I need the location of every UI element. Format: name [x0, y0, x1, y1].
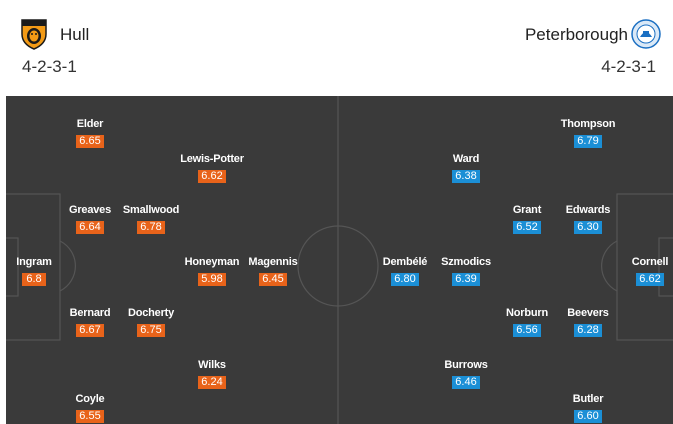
player-name: Cornell — [631, 256, 669, 268]
player-grant[interactable]: Grant 6.52 — [487, 204, 567, 235]
player-docherty[interactable]: Docherty 6.75 — [111, 307, 191, 338]
away-formation: 4-2-3-1 — [601, 57, 656, 76]
player-name: Greaves — [68, 204, 112, 216]
player-rating: 6.65 — [76, 135, 104, 148]
player-lewis-potter[interactable]: Lewis-Potter 6.62 — [172, 153, 252, 184]
player-rating: 6.79 — [574, 135, 602, 148]
player-rating: 6.52 — [513, 221, 541, 234]
player-name: Burrows — [444, 359, 488, 371]
player-butler[interactable]: Butler 6.60 — [548, 393, 628, 424]
lineup-header: Hull 4-2-3-1 Peterborough 4-2-3-1 — [0, 0, 673, 92]
player-magennis[interactable]: Magennis 6.45 — [233, 256, 313, 287]
player-cornell[interactable]: Cornell 6.62 — [610, 256, 673, 287]
player-wilks[interactable]: Wilks 6.24 — [172, 359, 252, 390]
player-rating: 6.45 — [259, 273, 287, 286]
away-team-name[interactable]: Peterborough — [524, 25, 628, 44]
player-norburn[interactable]: Norburn 6.56 — [487, 307, 567, 338]
player-elder[interactable]: Elder 6.65 — [50, 118, 130, 149]
player-rating: 6.60 — [574, 410, 602, 423]
player-name: Grant — [512, 204, 542, 216]
peterborough-crest-icon — [631, 19, 661, 49]
player-rating: 6.55 — [76, 410, 104, 423]
home-team-name[interactable]: Hull — [60, 25, 90, 44]
player-burrows[interactable]: Burrows 6.46 — [426, 359, 506, 390]
player-name: Ingram — [16, 256, 52, 268]
player-name: Butler — [572, 393, 604, 405]
player-name: Edwards — [565, 204, 611, 216]
player-name: Beevers — [567, 307, 609, 319]
hull-city-crest-icon — [20, 18, 48, 50]
player-rating: 6.67 — [76, 324, 104, 337]
player-name: Elder — [76, 118, 104, 130]
player-name: Coyle — [75, 393, 105, 405]
player-rating: 6.28 — [574, 324, 602, 337]
pitch-markings — [6, 96, 673, 424]
player-rating: 6.46 — [452, 376, 480, 389]
player-rating: 5.98 — [198, 273, 226, 286]
player-ward[interactable]: Ward 6.38 — [426, 153, 506, 184]
player-name: Magennis — [248, 256, 298, 268]
home-formation: 4-2-3-1 — [22, 57, 77, 76]
player-name: Norburn — [506, 307, 548, 319]
player-name: Dembélé — [382, 256, 428, 268]
player-rating: 6.38 — [452, 170, 480, 183]
player-thompson[interactable]: Thompson 6.79 — [548, 118, 628, 149]
player-name: Honeyman — [184, 256, 240, 268]
player-greaves[interactable]: Greaves 6.64 — [50, 204, 130, 235]
player-rating: 6.8 — [22, 273, 46, 286]
player-coyle[interactable]: Coyle 6.55 — [50, 393, 130, 424]
player-edwards[interactable]: Edwards 6.30 — [548, 204, 628, 235]
player-rating: 6.30 — [574, 221, 602, 234]
player-name: Ward — [452, 153, 480, 165]
player-name: Docherty — [127, 307, 175, 319]
player-name: Smallwood — [122, 204, 180, 216]
player-name: Thompson — [560, 118, 616, 130]
player-name: Szmodics — [441, 256, 491, 268]
player-dembele[interactable]: Dembélé 6.80 — [365, 256, 445, 287]
player-ingram[interactable]: Ingram 6.8 — [6, 256, 74, 287]
player-name: Bernard — [69, 307, 111, 319]
player-name: Lewis-Potter — [180, 153, 244, 165]
player-rating: 6.80 — [391, 273, 419, 286]
player-rating: 6.39 — [452, 273, 480, 286]
player-bernard[interactable]: Bernard 6.67 — [50, 307, 130, 338]
player-rating: 6.78 — [137, 221, 165, 234]
player-szmodics[interactable]: Szmodics 6.39 — [426, 256, 506, 287]
pitch: Ingram 6.8 Elder 6.65 Greaves 6.64 Berna… — [6, 96, 673, 424]
player-rating: 6.62 — [636, 273, 664, 286]
player-rating: 6.75 — [137, 324, 165, 337]
player-name: Wilks — [198, 359, 226, 371]
player-rating: 6.24 — [198, 376, 226, 389]
player-rating: 6.56 — [513, 324, 541, 337]
player-beevers[interactable]: Beevers 6.28 — [548, 307, 628, 338]
player-rating: 6.62 — [198, 170, 226, 183]
player-rating: 6.64 — [76, 221, 104, 234]
player-honeyman[interactable]: Honeyman 5.98 — [172, 256, 252, 287]
player-smallwood[interactable]: Smallwood 6.78 — [111, 204, 191, 235]
